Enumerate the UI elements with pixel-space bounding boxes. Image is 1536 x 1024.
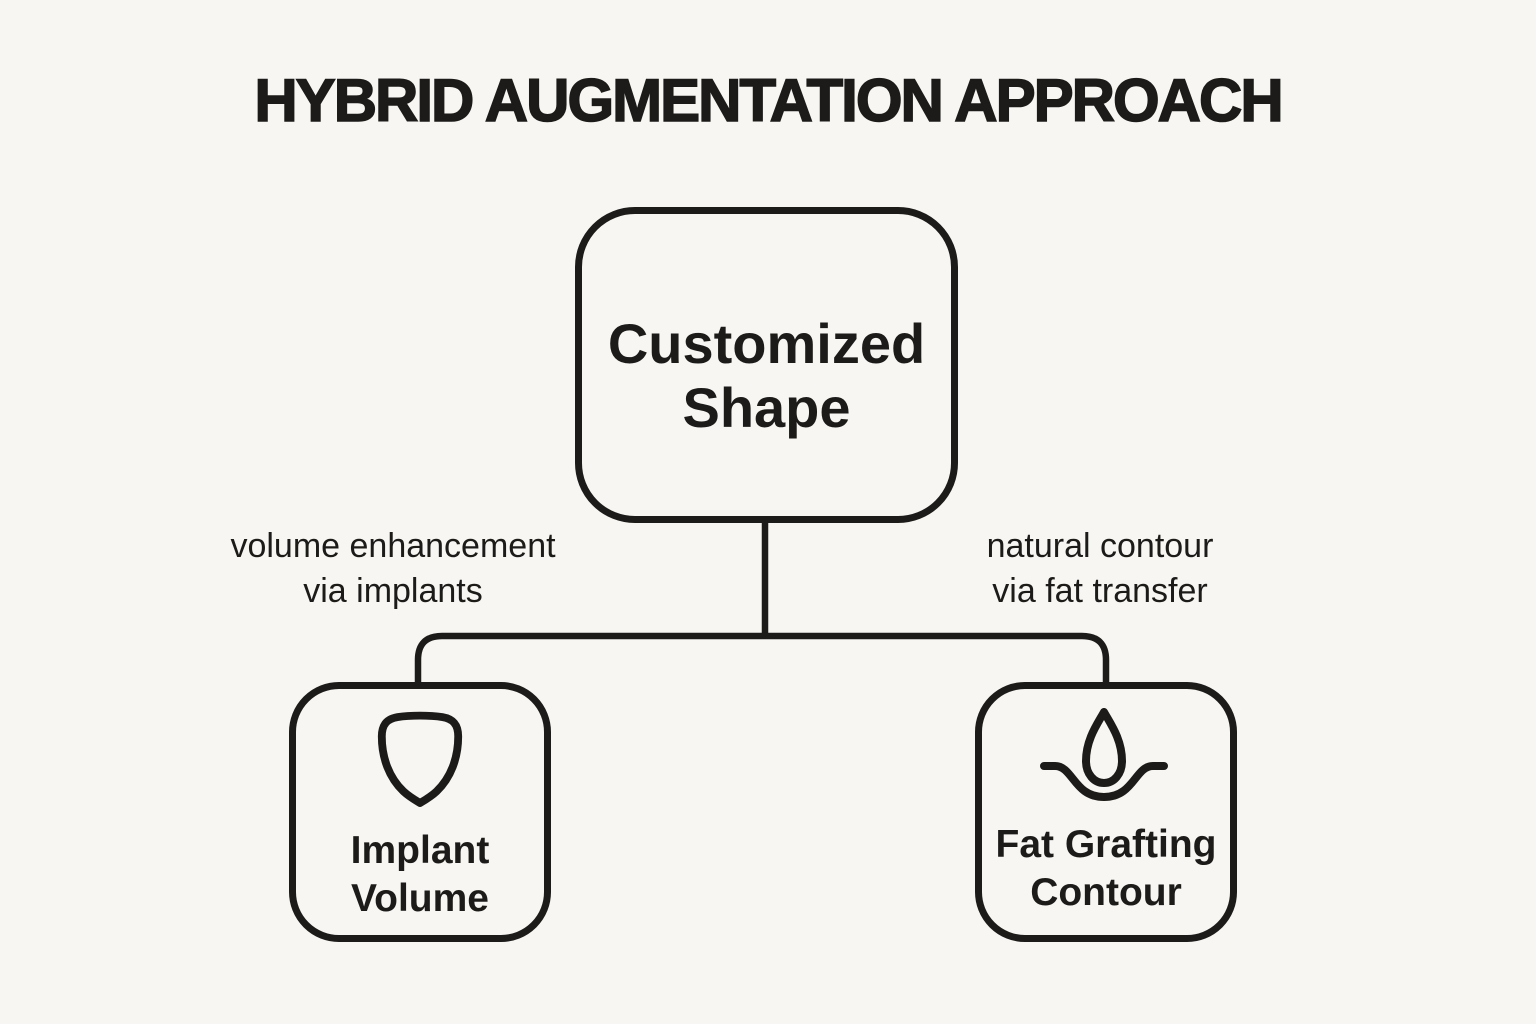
node-customized-shape: Customized Shape: [575, 207, 958, 523]
child-node-label: Fat Grafting Contour: [996, 821, 1217, 917]
node-implant-volume: Implant Volume: [289, 682, 551, 942]
child-node-label-line1: Fat Grafting: [995, 822, 1217, 866]
implant-shield-icon: [377, 711, 463, 807]
node-fat-grafting-contour: Fat Grafting Contour: [975, 682, 1237, 942]
branch-annotation-fat-transfer: natural contour via fat transfer: [850, 524, 1350, 614]
child-node-label: Implant Volume: [351, 827, 490, 923]
root-node-label-line1: Customized: [607, 312, 926, 375]
child-node-label-line2: Volume: [351, 877, 489, 920]
diagram-title: HYBRID AUGMENTATION APPROACH: [254, 67, 1285, 134]
annotation-line: natural contour: [986, 527, 1214, 565]
child-node-label-line2: Contour: [1030, 870, 1182, 914]
branch-annotation-implants: volume enhancement via implants: [143, 524, 643, 614]
annotation-line: via implants: [303, 572, 483, 610]
branch-connector-line: [414, 632, 1110, 686]
droplet-wave-icon: [1040, 707, 1168, 801]
child-node-label-line1: Implant: [350, 829, 490, 872]
annotation-line: volume enhancement: [230, 527, 556, 565]
annotation-line: via fat transfer: [992, 572, 1208, 610]
root-node-label-line2: Shape: [682, 376, 851, 439]
